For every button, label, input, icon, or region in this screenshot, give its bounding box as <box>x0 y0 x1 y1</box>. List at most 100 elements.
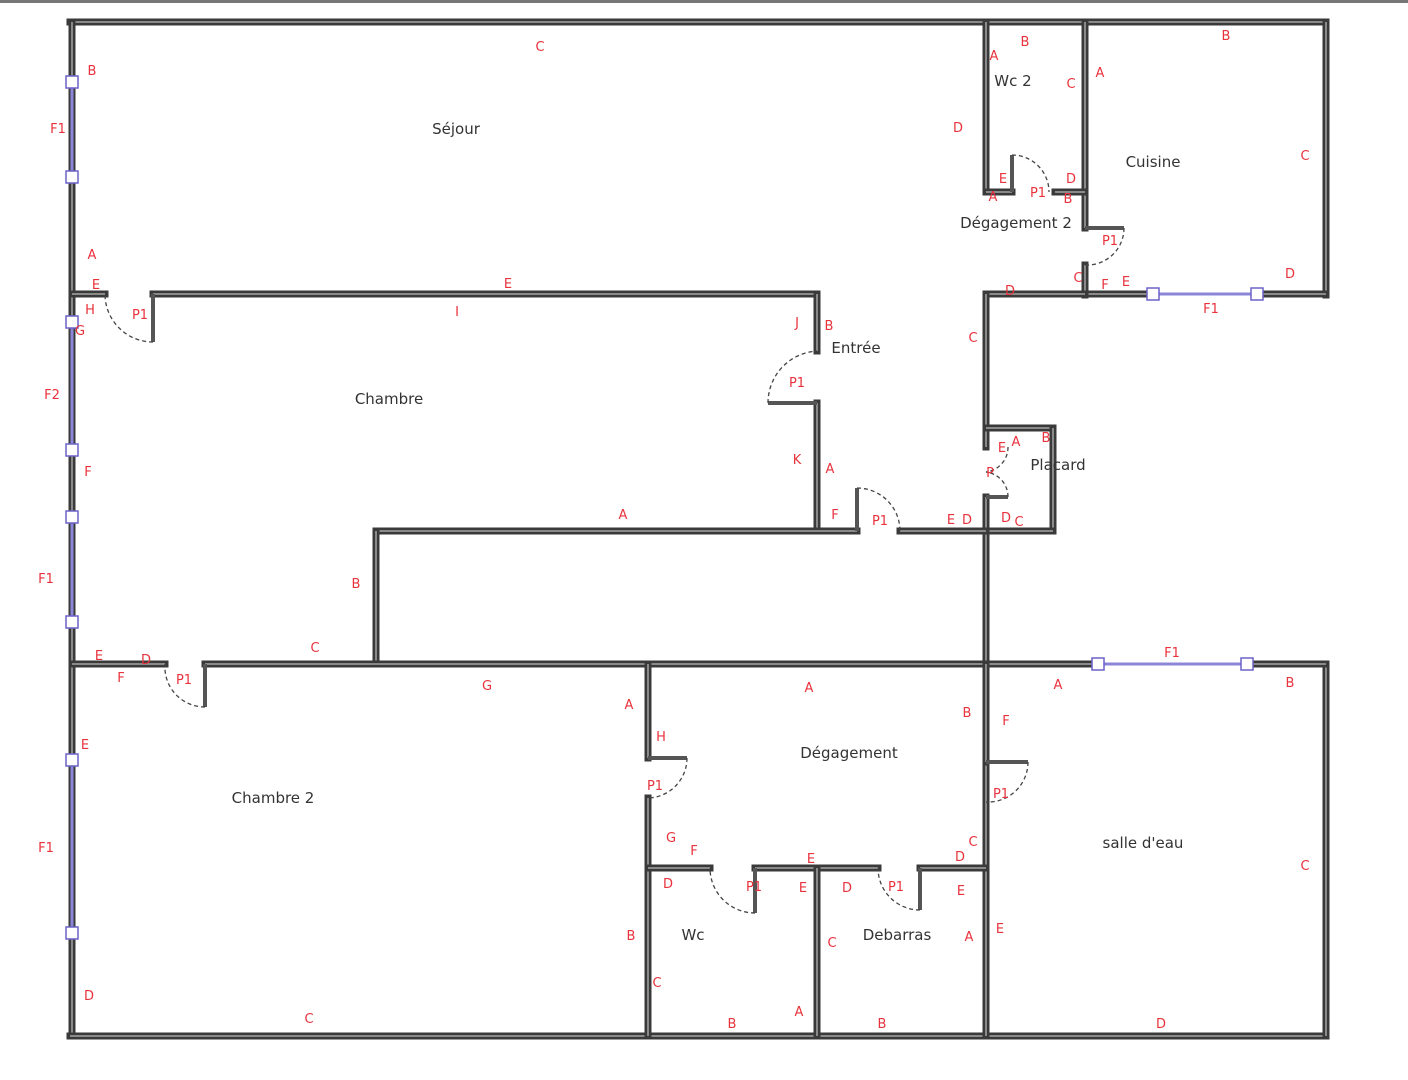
wall-label: D <box>1285 267 1295 282</box>
wall-label: F1 <box>38 572 54 587</box>
door-swing <box>647 757 688 799</box>
room-label: Placard <box>1030 456 1085 474</box>
window-marker <box>1091 657 1105 671</box>
wall-label: A <box>1012 435 1021 450</box>
wall-label: P1 <box>872 514 888 529</box>
wall-label: A <box>88 248 97 263</box>
door-swing <box>104 293 154 343</box>
wall-label: D <box>1156 1017 1166 1032</box>
wall-label: G <box>482 679 492 694</box>
wall-label: G <box>666 831 676 846</box>
wall-label: B <box>88 64 97 79</box>
wall-label: B <box>1064 192 1073 207</box>
wall-label: J <box>794 316 799 331</box>
wall-label: A <box>1096 66 1105 81</box>
wall-label: A <box>826 462 835 477</box>
door-swing <box>164 663 206 708</box>
wall-label: P1 <box>993 787 1009 802</box>
room-label: Wc <box>681 926 704 944</box>
wall-label: C <box>1014 515 1023 530</box>
room-label: Dégagement <box>800 744 898 762</box>
wall-label: A <box>1054 678 1063 693</box>
room-label: salle d'eau <box>1103 834 1184 852</box>
wall-label: F1 <box>1164 646 1180 661</box>
wall-label: E <box>92 278 100 293</box>
wall-label: A <box>805 681 814 696</box>
wall-label: B <box>1286 676 1295 691</box>
window-marker <box>65 75 79 89</box>
wall-label: B <box>728 1017 737 1032</box>
wall-label: F <box>84 465 91 480</box>
wall-label: E <box>807 852 815 867</box>
wall-label: A <box>989 190 998 205</box>
wall-label: C <box>827 936 836 951</box>
wall-label: E <box>1122 275 1130 290</box>
window-marker <box>1240 657 1254 671</box>
wall-label: P1 <box>1030 186 1046 201</box>
wall-label: A <box>619 508 628 523</box>
door-swing <box>709 867 756 914</box>
wall-label: D <box>663 877 673 892</box>
wall-label: F <box>831 508 838 523</box>
wall-label: C <box>1300 149 1309 164</box>
wall-label: A <box>965 930 974 945</box>
door-swing <box>767 350 818 404</box>
wall-label: D <box>1005 284 1015 299</box>
wall-label: I <box>455 305 459 320</box>
wall-label: D <box>842 881 852 896</box>
wall-label: D <box>1001 511 1011 526</box>
room-label: Dégagement 2 <box>960 214 1072 232</box>
top-border <box>0 0 1408 3</box>
wall-label: E <box>95 649 103 664</box>
wall-label: A <box>795 1005 804 1020</box>
wall-label: P1 <box>746 880 762 895</box>
wall-label: B <box>1222 29 1231 44</box>
wall-label: C <box>310 641 319 656</box>
wall-label: F1 <box>38 841 54 856</box>
room-label: Entrée <box>831 339 880 357</box>
door-swing <box>985 446 1009 473</box>
wall-label: D <box>1066 172 1076 187</box>
wall-label: F1 <box>1203 302 1219 317</box>
wall-label: F1 <box>50 122 66 137</box>
window-marker <box>1146 287 1160 301</box>
wall-label: F2 <box>44 388 60 403</box>
wall-label: P1 <box>789 376 805 391</box>
room-label: Cuisine <box>1126 153 1181 171</box>
room-label: Chambre <box>355 390 423 408</box>
wall-label: E <box>504 277 512 292</box>
door-swing <box>856 487 901 532</box>
wall-label: C <box>1066 77 1075 92</box>
wall-label: A <box>990 49 999 64</box>
wall-label: K <box>793 453 802 468</box>
window-marker <box>1250 287 1264 301</box>
wall-label: D <box>953 121 963 136</box>
wall-label: F <box>1002 714 1009 729</box>
wall-label: B <box>963 706 972 721</box>
wall-label: C <box>652 976 661 991</box>
wall-label: F <box>1101 278 1108 293</box>
door-swing <box>1011 154 1050 193</box>
window-marker <box>65 170 79 184</box>
room-label: Wc 2 <box>994 72 1031 90</box>
wall-label: A <box>625 698 634 713</box>
room-label: Debarras <box>863 926 932 944</box>
wall-label: E <box>957 884 965 899</box>
wall-label: H <box>656 730 666 745</box>
wall-label: E <box>799 881 807 896</box>
wall-label: B <box>627 929 636 944</box>
door-swing <box>877 867 921 911</box>
wall-label: E <box>81 738 89 753</box>
wall-label: B <box>1042 431 1051 446</box>
window-marker <box>65 443 79 457</box>
wall-label: P1 <box>132 308 148 323</box>
wall-label: C <box>968 835 977 850</box>
wall-label: C <box>968 331 977 346</box>
wall-label: C <box>1300 859 1309 874</box>
wall-label: E <box>999 172 1007 187</box>
wall-label: D <box>955 850 965 865</box>
room-label: Séjour <box>432 120 481 138</box>
wall-label: D <box>962 513 972 528</box>
wall-label: C <box>304 1012 313 1027</box>
